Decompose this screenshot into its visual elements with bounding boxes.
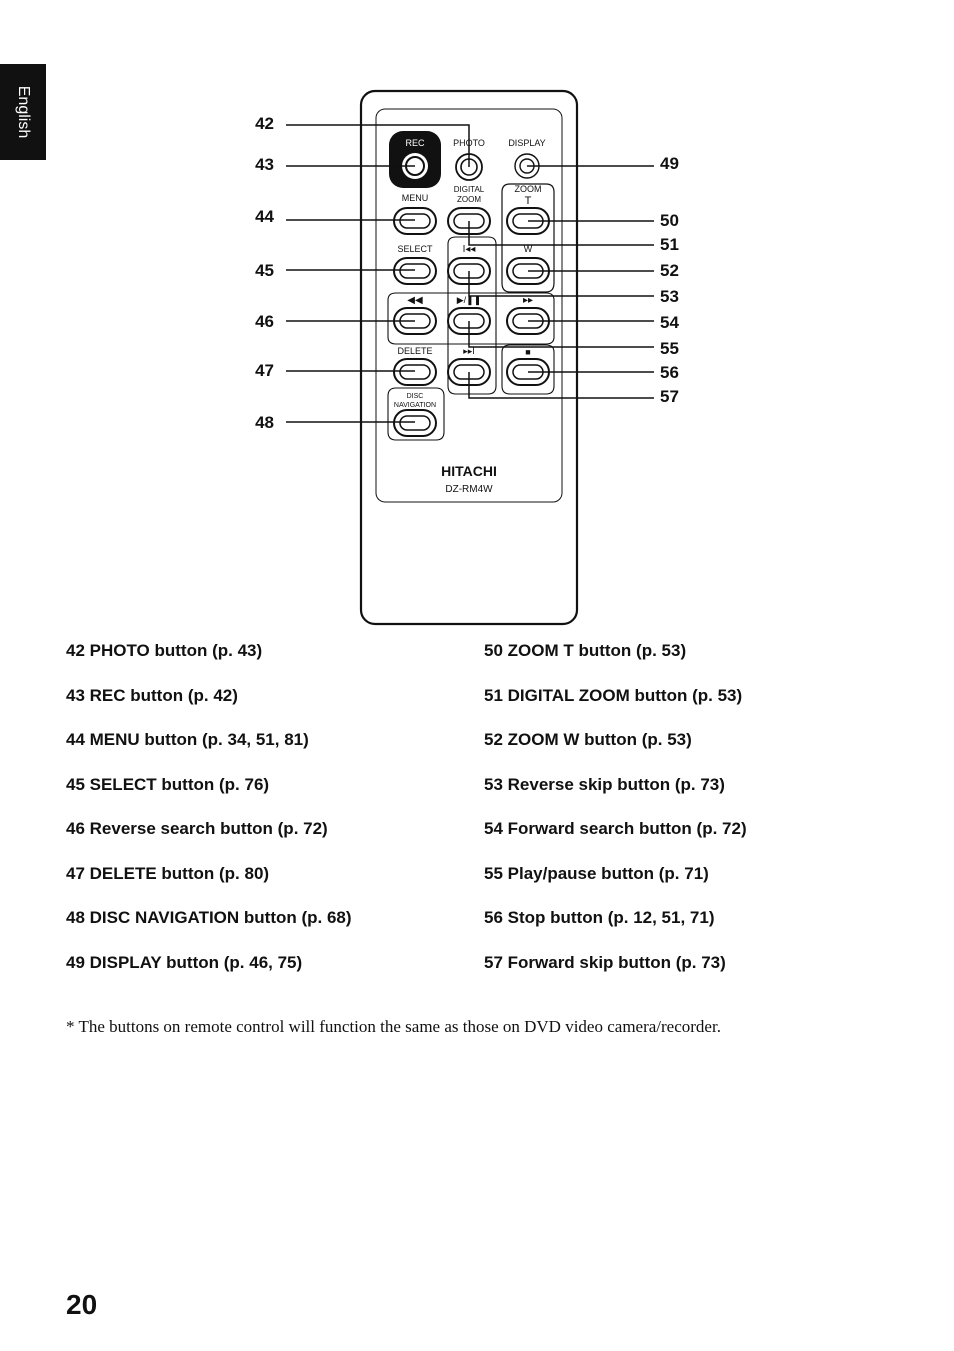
digital-label: DIGITAL	[454, 185, 485, 194]
legend-item: 48 DISC NAVIGATION button (p. 68)	[66, 908, 352, 927]
callout-number: 54	[660, 313, 679, 332]
callout-number: 45	[255, 261, 274, 280]
legend-item: 47 DELETE button (p. 80)	[66, 863, 270, 883]
callout-number: 46	[255, 312, 274, 331]
disc-frame	[387, 387, 445, 441]
callout-number: 55	[660, 339, 679, 358]
callout-number: 49	[660, 154, 679, 173]
stop-frame	[501, 344, 555, 395]
display-label: DISPLAY	[508, 138, 545, 148]
callout-number: 47	[255, 361, 274, 380]
legend-right-column: 50 ZOOM T button (p. 53) 51 DIGITAL ZOOM …	[484, 640, 904, 996]
footnote: * The buttons on remote control will fun…	[66, 1017, 721, 1036]
legend-item: 43 REC button (p. 42)	[66, 685, 238, 705]
forward-search-icon: ▸▸	[523, 295, 533, 306]
language-tab: English	[0, 64, 46, 160]
zoom-w-label: W	[524, 244, 533, 254]
legend-item: 42 PHOTO button (p. 43)	[66, 641, 263, 660]
callout-number: 48	[255, 413, 274, 432]
digital-zoom-label: ZOOM	[457, 195, 481, 204]
disc-navigation-button[interactable]	[393, 409, 437, 437]
callout-number: 53	[660, 287, 679, 306]
zoom-frame	[501, 183, 555, 293]
legend-item: 44 MENU button (p. 34, 51, 81)	[66, 730, 309, 749]
reverse-search-icon: ◀◀	[407, 295, 423, 306]
disc-label: DISC	[407, 393, 424, 400]
legend-item: 52 ZOOM W button (p. 53)	[484, 730, 692, 749]
delete-button[interactable]	[393, 358, 437, 386]
play-pause-icon: ▶/❚❚	[457, 295, 482, 306]
legend-item: 50 ZOOM T button (p. 53)	[484, 641, 687, 660]
legend-left-column: 42 PHOTO button (p. 43) 43 REC button (p.…	[66, 640, 486, 996]
legend-item: 53 Reverse skip button (p. 73)	[484, 774, 725, 794]
menu-button[interactable]	[393, 207, 437, 235]
legend-item: 56 Stop button (p. 12, 51, 71)	[484, 908, 715, 927]
search-frame	[387, 292, 555, 345]
left-leader-lines	[286, 124, 470, 423]
legend-item: 49 DISPLAY button (p. 46, 75)	[66, 952, 303, 972]
legend-item: 54 Forward search button (p. 72)	[484, 819, 747, 838]
callout-number: 50	[660, 211, 679, 230]
navigation-label: NAVIGATION	[394, 402, 436, 409]
rec-label: REC	[405, 138, 425, 148]
remote-control-diagram: REC PHOTO DISPLAY MENU DIGITAL ZOOM ZOOM…	[255, 89, 679, 626]
delete-label: DELETE	[397, 346, 432, 356]
legend-item: 55 Play/pause button (p. 71)	[484, 863, 709, 883]
legend-item: 51 DIGITAL ZOOM button (p. 53)	[484, 685, 743, 705]
select-label: SELECT	[397, 244, 433, 254]
menu-label: MENU	[402, 193, 429, 203]
select-button[interactable]	[393, 257, 437, 285]
callout-number: 43	[255, 155, 274, 174]
right-leader-lines	[468, 165, 654, 399]
callout-number: 42	[255, 114, 274, 133]
legend-item: 57 Forward skip button (p. 73)	[484, 952, 726, 972]
forward-skip-icon: ▸▸I	[463, 346, 475, 356]
legend-item: 46 Reverse search button (p. 72)	[66, 819, 328, 838]
legend-item: 45 SELECT button (p. 76)	[66, 774, 270, 794]
model-label: DZ-RM4W	[445, 484, 493, 495]
playback-frame	[447, 236, 497, 395]
stop-icon: ■	[525, 347, 530, 357]
callout-number: 57	[660, 387, 679, 406]
callout-number: 51	[660, 235, 679, 254]
reverse-skip-icon: I◂◂	[463, 244, 476, 255]
zoom-t-label: T	[525, 195, 532, 207]
remote-panel	[375, 108, 563, 503]
brand-logo: HITACHI	[441, 463, 497, 479]
callout-number: 52	[660, 261, 679, 280]
page-number: 20	[66, 1289, 98, 1320]
callout-number: 56	[660, 363, 679, 382]
zoom-label: ZOOM	[515, 184, 542, 194]
callout-number: 44	[255, 207, 274, 226]
